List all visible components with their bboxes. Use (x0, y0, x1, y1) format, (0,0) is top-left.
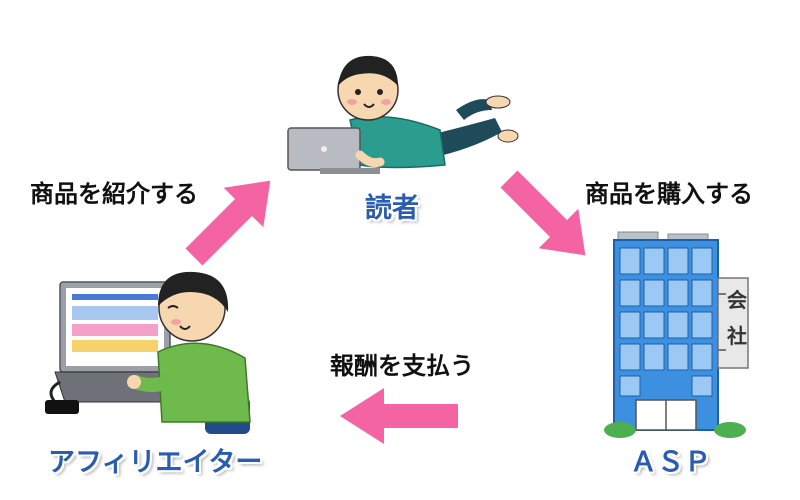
arrow-affiliator-to-reader (185, 180, 271, 266)
arrow-asp-to-affiliator (340, 388, 458, 444)
asp-building-illustration (604, 231, 749, 438)
reader-illustration (287, 55, 519, 174)
affiliator-illustration (45, 271, 251, 434)
asp-label: ＡＳＰ (630, 447, 711, 478)
affiliator-label: アフィリエイター (48, 447, 263, 478)
edge-label-purchase: 商品を購入する (585, 180, 753, 208)
asp-sign-char-1: 会 (727, 288, 747, 312)
edge-label-introduce: 商品を紹介する (30, 180, 198, 208)
asp-sign-char-2: 社 (727, 324, 747, 348)
arrow-reader-to-asp (500, 170, 586, 256)
reader-label: 読者 (365, 193, 419, 224)
edge-label-pay: 報酬を支払う (330, 352, 474, 380)
